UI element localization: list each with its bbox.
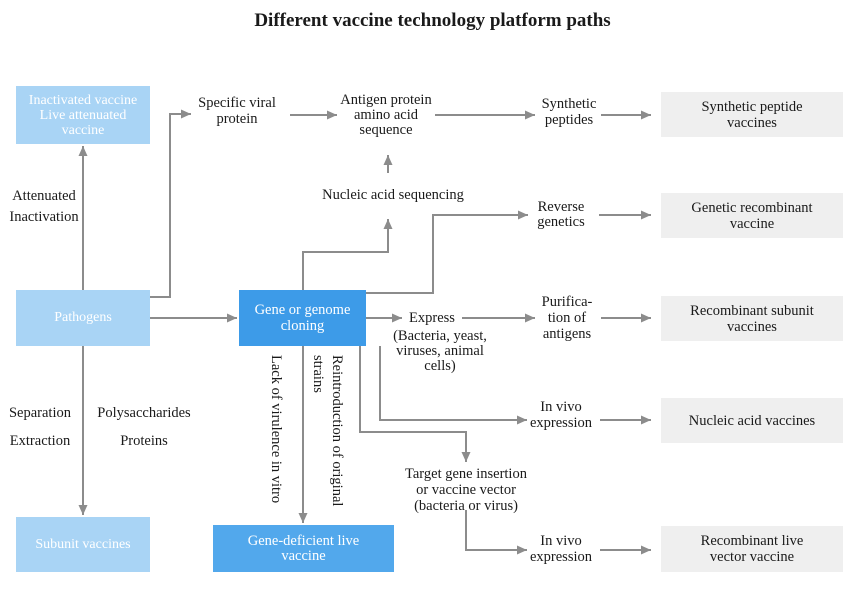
label-express: Express	[397, 310, 467, 326]
box-line: Subunit vaccines	[35, 536, 131, 552]
box-nucleic-acid-vaccines: Nucleic acid vaccines	[661, 398, 843, 443]
label-line: (Bacteria, yeast,	[393, 328, 487, 344]
box-line: Gene-deficient live	[247, 532, 360, 549]
box-line: Pathogens	[54, 310, 112, 325]
box-inactivated-live-attenuated-vaccine: Inactivated vaccine Live attenuated vacc…	[16, 86, 150, 144]
box-line: vaccines	[727, 318, 777, 335]
box-gene-deficient-live-vaccine: Gene-deficient live vaccine	[213, 525, 394, 572]
label-line: Specific viral	[198, 95, 276, 111]
label-line: viruses, animal	[396, 343, 484, 359]
arrow-pathogens-to-specific-viral-protein	[150, 109, 191, 298]
label-line: strains	[310, 355, 326, 393]
label-line: Proteins	[120, 433, 168, 449]
label-line: expression	[529, 549, 592, 565]
label-line: or vaccine vector	[416, 482, 516, 498]
diagram-title: Different vaccine technology platform pa…	[254, 10, 611, 31]
box-subunit-vaccines: Subunit vaccines	[16, 517, 150, 572]
label-line: cells)	[424, 358, 456, 374]
box-line: cloning	[280, 318, 325, 334]
label-line: Inactivation	[9, 209, 79, 225]
box-recombinant-subunit-vaccines: Recombinant subunit vaccines	[661, 296, 843, 341]
label-purification-of-antigens: Purifica- tion of antigens	[527, 294, 607, 342]
arrow-gene-cloning-to-reverse-genetics	[366, 210, 528, 294]
label-line: peptides	[544, 112, 594, 128]
label-in-vivo-expression-nucleic: In vivo expression	[516, 399, 606, 431]
label-antigen-protein-sequence: Antigen protein amino acid sequence	[326, 93, 446, 138]
arrow-gene-cloning-to-sequencing	[302, 219, 393, 290]
label-line: Lack of virulence in vitro	[268, 355, 284, 504]
box-pathogens: Pathogens	[16, 290, 150, 346]
box-line: vaccines	[727, 114, 777, 131]
label-target-gene-insertion: Target gene insertion or vaccine vector …	[386, 466, 546, 514]
box-recombinant-live-vector-vaccine: Recombinant live vector vaccine	[661, 526, 843, 572]
box-line: Nucleic acid vaccines	[688, 412, 816, 429]
label-line: Purifica-	[541, 294, 593, 310]
label-line: antigens	[542, 326, 592, 342]
box-line: Inactivated vaccine	[28, 92, 138, 108]
label-line: Reverse	[537, 199, 585, 215]
label-line: In vivo	[540, 533, 582, 549]
box-line: vaccine	[281, 547, 326, 564]
label-line: In vivo	[540, 399, 582, 415]
label-line: Separation	[8, 405, 71, 421]
label-nucleic-acid-sequencing: Nucleic acid sequencing	[308, 187, 478, 203]
box-synthetic-peptide-vaccines: Synthetic peptide vaccines	[661, 92, 843, 137]
box-genetic-recombinant-vaccine: Genetic recombinant vaccine	[661, 193, 843, 238]
label-lack-of-virulence-in-vitro: Lack of virulence in vitro	[266, 355, 285, 503]
box-gene-or-genome-cloning: Gene or genome cloning	[239, 290, 366, 346]
label-line: Antigen protein	[340, 92, 432, 108]
box-line: Synthetic peptide	[701, 98, 803, 115]
label-line: Polysaccharides	[97, 405, 191, 421]
box-line: vaccine	[61, 122, 105, 138]
label-line: Express	[409, 310, 455, 326]
label-line: Synthetic	[541, 96, 597, 112]
label-separation-extraction: Separation Extraction	[0, 399, 80, 455]
box-line: vector vaccine	[709, 549, 795, 565]
label-specific-viral-protein: Specific viral protein	[182, 95, 292, 127]
label-line: sequence	[359, 122, 413, 138]
box-line: Recombinant subunit	[690, 302, 814, 319]
label-line: Target gene insertion	[405, 466, 527, 482]
label-synthetic-peptides: Synthetic peptides	[529, 96, 609, 128]
label-line: Extraction	[9, 433, 71, 449]
box-line: Recombinant live	[700, 533, 804, 549]
label-line: Attenuated	[12, 188, 76, 204]
label-reverse-genetics: Reverse genetics	[521, 200, 601, 230]
label-attenuated-inactivation: Attenuated Inactivation	[0, 186, 88, 228]
label-line: tion of	[547, 310, 587, 326]
label-line: Reintroduction of original	[329, 355, 345, 507]
label-line: amino acid	[353, 107, 419, 123]
label-polysaccharides-proteins: Polysaccharides Proteins	[89, 399, 199, 455]
label-line: (bacteria or virus)	[414, 498, 518, 514]
box-line: vaccine	[729, 215, 775, 232]
label-line: genetics	[537, 214, 585, 230]
label-in-vivo-expression-vector: In vivo expression	[516, 533, 606, 565]
arrow-gene-cloning-to-target-gene-insertion	[359, 346, 471, 462]
arrow-target-gene-to-in-vivo-expression	[465, 510, 527, 555]
label-express-hosts: (Bacteria, yeast, viruses, animal cells)	[380, 329, 500, 374]
label-line: Nucleic acid sequencing	[322, 187, 464, 203]
arrow-gene-cloning-to-in-vivo-expression	[379, 346, 527, 425]
label-line: protein	[216, 111, 258, 127]
box-line: Genetic recombinant	[691, 199, 813, 216]
label-line: expression	[529, 415, 592, 431]
box-line: Gene or genome	[254, 302, 351, 318]
label-reintroduction-of-original-strains: Reintroduction of original strains	[308, 355, 346, 506]
box-line: Live attenuated	[39, 107, 127, 123]
